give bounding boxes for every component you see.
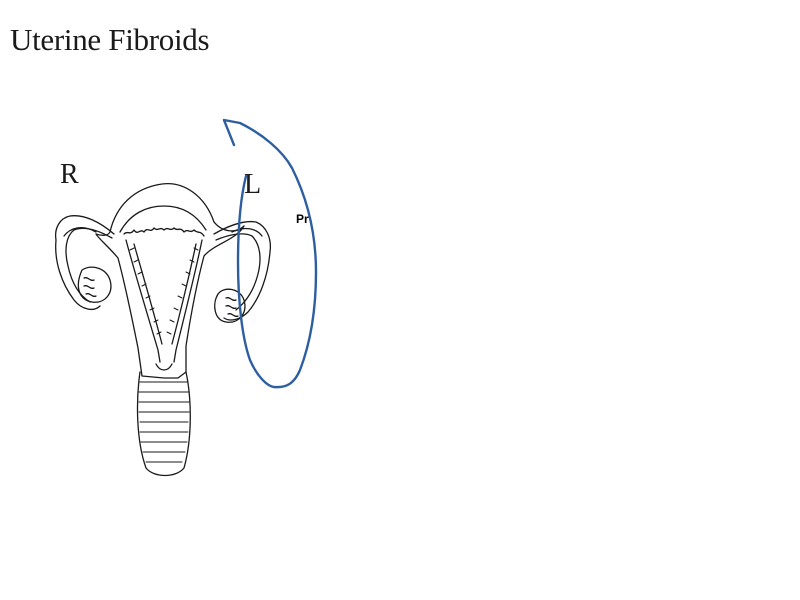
right-fallopian-tube <box>54 215 115 311</box>
cervix-lip <box>155 363 173 371</box>
cavity-right-texture <box>166 247 199 335</box>
right-ovary-fimbria <box>83 276 97 298</box>
endometrium-wavy <box>123 227 205 237</box>
cavity-right-wall <box>173 239 203 363</box>
vagina-outline <box>136 371 191 477</box>
right-tube-fold <box>63 226 97 237</box>
cavity-left-inner <box>133 243 163 345</box>
left-tube-inner <box>215 233 261 311</box>
vaginal-rugae <box>138 381 190 463</box>
left-side-label: L <box>244 169 262 200</box>
uterus-outline <box>95 183 245 379</box>
cavity-left-wall <box>125 239 161 363</box>
pen-annotation-stroke <box>222 118 318 389</box>
cavity-right-inner <box>171 243 197 345</box>
left-tube-fold <box>231 227 263 237</box>
left-ovary-fimbria <box>225 296 239 318</box>
uterus-inner-fundus <box>119 205 207 233</box>
right-ovary <box>77 266 112 303</box>
right-side-label: R <box>60 159 79 190</box>
cavity-left-texture <box>129 247 162 335</box>
right-tube-inner <box>65 227 113 303</box>
handwritten-annotation: Pr <box>296 212 309 226</box>
slide-title: Uterine Fibroids <box>10 22 210 57</box>
